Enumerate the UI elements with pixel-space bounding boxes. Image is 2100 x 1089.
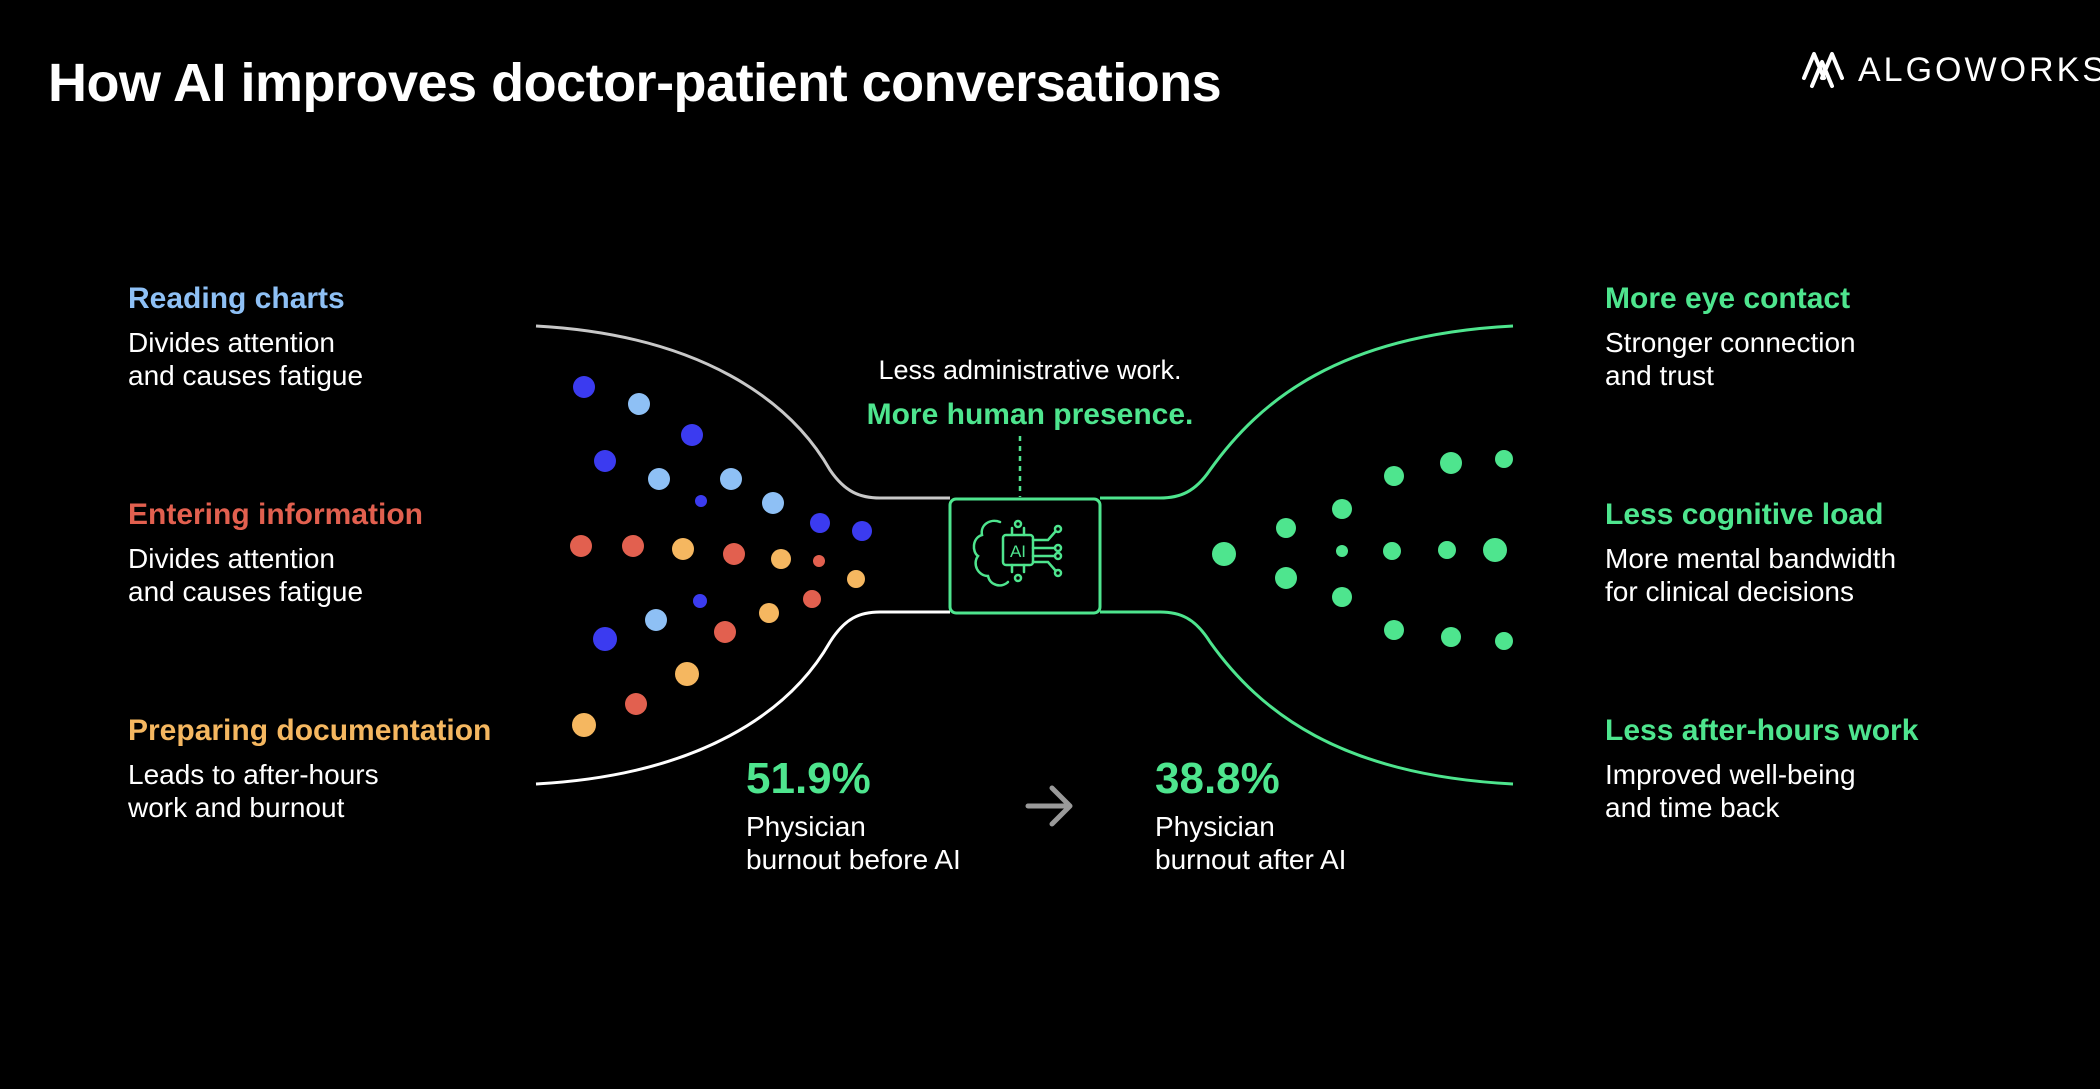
stat-label: Physician burnout before AI [746, 810, 961, 876]
dot-orange [672, 538, 694, 560]
item-desc: Divides attention and causes fatigue [128, 326, 363, 392]
dot-blue-light [628, 393, 650, 415]
item-desc: Improved well-being and time back [1605, 758, 1918, 824]
item-desc-line: Stronger connection [1605, 327, 1856, 358]
left-funnel-top-curve [535, 324, 950, 500]
caption-line-1: Less administrative work. [878, 355, 1182, 385]
right-item-cognitive-load: Less cognitive load More mental bandwidt… [1605, 498, 1896, 608]
dot-red [570, 535, 592, 557]
algoworks-logo-icon [1802, 52, 1844, 88]
dot-green [1495, 632, 1513, 650]
dot-green [1384, 466, 1404, 486]
dot-blue-light [762, 492, 784, 514]
dot-green [1438, 541, 1456, 559]
brand-name: ALGOWORKS [1858, 50, 2100, 89]
stat-value: 51.9% [746, 754, 871, 803]
left-item-reading-charts: Reading charts Divides attention and cau… [128, 282, 363, 392]
dot-green [1332, 587, 1352, 607]
dot-red [803, 590, 821, 608]
dot-blue-dark [573, 376, 595, 398]
stat-after-ai: 38.8% Physician burnout after AI [1155, 754, 1346, 876]
left-item-preparing-documentation: Preparing documentation Leads to after-h… [128, 714, 491, 824]
stat-label-line: Physician [1155, 811, 1275, 842]
item-desc-line: and causes fatigue [128, 576, 364, 607]
dot-green [1212, 542, 1236, 566]
dot-green [1275, 567, 1297, 589]
item-desc: Divides attention and causes fatigue [128, 542, 423, 608]
item-title: Less after-hours work [1605, 714, 1919, 747]
item-title: Reading charts [128, 282, 345, 315]
ai-brain-chip-icon [972, 519, 1063, 587]
dot-green [1441, 627, 1461, 647]
item-desc-line: Divides attention [128, 543, 336, 574]
brand-logo: ALGOWORKS [1800, 48, 2100, 92]
dot-blue-dark [681, 424, 703, 446]
dot-red [714, 621, 736, 643]
item-desc-line: and trust [1605, 360, 1714, 391]
item-desc: Stronger connection and trust [1605, 326, 1856, 392]
ai-chip-label: AI [1010, 542, 1026, 561]
item-desc-line: Improved well-being [1605, 759, 1856, 790]
left-funnel-bottom-curve [535, 610, 950, 786]
center-caption: Less administrative work. More human pre… [830, 355, 1230, 432]
right-funnel-top-curve [1100, 324, 1514, 500]
stat-value: 38.8% [1155, 754, 1280, 803]
dot-orange [771, 549, 791, 569]
dot-red [625, 693, 647, 715]
left-item-entering-information: Entering information Divides attention a… [128, 498, 423, 608]
right-funnel-bottom-curve [1100, 610, 1514, 786]
item-desc: Leads to after-hours work and burnout [128, 758, 491, 824]
dot-orange [759, 603, 779, 623]
dot-blue-light [648, 468, 670, 490]
item-title: Preparing documentation [128, 714, 492, 747]
item-title: Less cognitive load [1605, 498, 1884, 531]
stat-label-line: Physician [746, 811, 866, 842]
dot-blue-dark [810, 513, 830, 533]
dot-green [1336, 545, 1348, 557]
stat-label-line: burnout before AI [746, 844, 961, 875]
item-desc-line: Divides attention [128, 327, 336, 358]
dot-green [1332, 499, 1352, 519]
right-item-after-hours: Less after-hours work Improved well-bein… [1605, 714, 1918, 824]
item-desc-line: for clinical decisions [1605, 576, 1854, 607]
dot-blue-dark [852, 521, 872, 541]
dot-green [1276, 518, 1296, 538]
caption-line-2: More human presence. [866, 398, 1194, 431]
item-desc: More mental bandwidth for clinical decis… [1605, 542, 1896, 608]
stat-label: Physician burnout after AI [1155, 810, 1346, 876]
item-desc-line: Leads to after-hours [128, 759, 379, 790]
item-desc-line: More mental bandwidth [1605, 543, 1897, 574]
dot-orange [675, 662, 699, 686]
dot-blue-light [720, 468, 742, 490]
dot-green [1440, 452, 1462, 474]
stat-label-line: burnout after AI [1155, 844, 1347, 875]
item-desc-line: work and burnout [128, 792, 345, 823]
dot-blue-dark [695, 495, 707, 507]
dot-blue-light [645, 609, 667, 631]
dot-orange [572, 713, 596, 737]
dot-blue-dark [693, 594, 707, 608]
arrow-right-icon [1025, 785, 1073, 827]
page-title: How AI improves doctor-patient conversat… [48, 53, 1222, 113]
dot-red [723, 543, 745, 565]
item-title: More eye contact [1605, 282, 1851, 315]
dot-green [1495, 450, 1513, 468]
stat-before-ai: 51.9% Physician burnout before AI [746, 754, 961, 876]
dot-green [1384, 620, 1404, 640]
dot-orange [847, 570, 865, 588]
dot-red [622, 535, 644, 557]
item-desc-line: and causes fatigue [128, 360, 364, 391]
dot-green [1483, 538, 1507, 562]
item-title: Entering information [128, 498, 423, 531]
ai-chip-box [948, 497, 1102, 615]
dot-blue-dark [593, 627, 617, 651]
right-dots [1212, 450, 1513, 650]
item-desc-line: and time back [1605, 792, 1780, 823]
left-dots [570, 376, 872, 737]
dot-green [1383, 542, 1401, 560]
dot-blue-dark [594, 450, 616, 472]
right-item-eye-contact: More eye contact Stronger connection and… [1605, 282, 1856, 392]
dot-red [813, 555, 825, 567]
